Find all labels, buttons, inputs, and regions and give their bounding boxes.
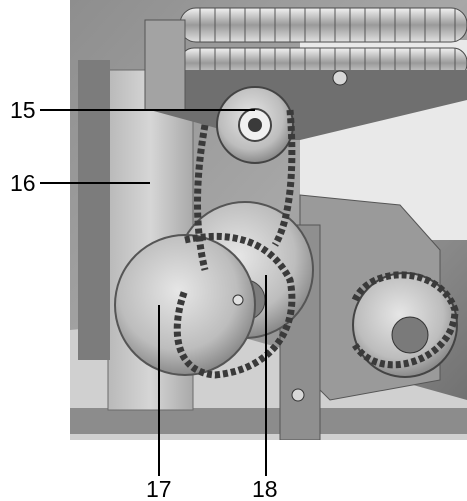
drive-chains [173, 109, 459, 379]
callout-label-17: 17 [146, 476, 172, 501]
sprocket-left [114, 234, 256, 376]
left-frame-post [78, 60, 110, 360]
callout-label-15: 15 [10, 97, 36, 123]
right-chain [351, 271, 459, 369]
machine-photo [70, 0, 467, 441]
arm-bracket [144, 19, 186, 111]
output-sprocket-hub [391, 316, 429, 354]
callout-label-16: 16 [10, 170, 36, 196]
bracket-bolt [291, 388, 305, 402]
callout-17: 17 [146, 305, 172, 501]
upper-chain [194, 109, 296, 271]
callout-16: 16 [10, 170, 150, 196]
lower-chain [173, 232, 296, 379]
idler-bore [248, 118, 262, 132]
arm-bolt [332, 70, 348, 86]
upper-spring [179, 7, 467, 43]
callout-15: 15 [10, 97, 255, 123]
caption-area [0, 440, 467, 501]
floor-rail [70, 408, 467, 434]
left-margin [0, 0, 70, 440]
callout-18: 18 [252, 275, 278, 501]
hub-bolt [232, 294, 244, 306]
callout-label-18: 18 [252, 476, 278, 501]
